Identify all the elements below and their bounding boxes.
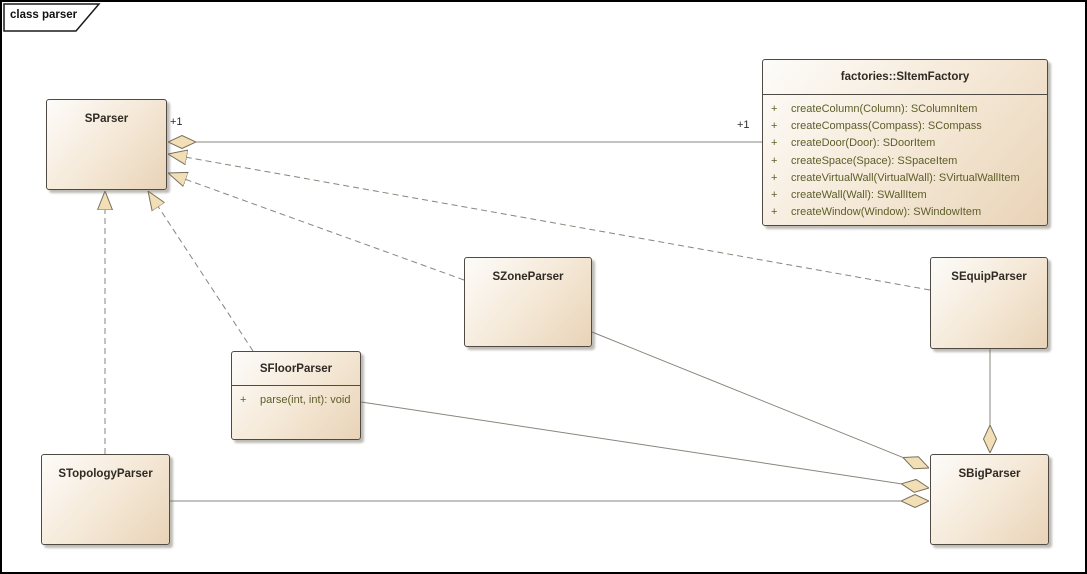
class-title: factories::SItemFactory	[840, 71, 970, 83]
method-createcolumn: + createColumn(Column): SColumnItem	[771, 100, 1041, 117]
class-box-sitemfactory[interactable]: factories::SItemFactory + createColumn(C…	[762, 59, 1048, 226]
method-createspace: + createSpace(Space): SSpaceItem	[771, 152, 1041, 169]
method-createdoor: + createDoor(Door): SDoorItem	[771, 135, 1041, 152]
method-list: + parse(int, int): void	[232, 386, 360, 408]
method-signature: createDoor(Door): SDoorItem	[791, 137, 936, 150]
visibility: +	[240, 393, 247, 406]
frame-title: class parser	[10, 9, 78, 21]
class-title: SEquipParser	[951, 271, 1027, 283]
class-box-sbigparser[interactable]: SBigParser	[930, 454, 1049, 545]
connector-aggregation-szoneparser-sbigparser[interactable]	[591, 331, 929, 468]
class-box-sequipparser[interactable]: SEquipParser	[930, 257, 1048, 349]
class-title: SBigParser	[958, 468, 1021, 480]
connector-realization-sequipparser-sparser[interactable]	[168, 154, 931, 291]
method-signature: createWall(Wall): SWallItem	[791, 189, 927, 202]
method-signature: createCompass(Compass): SCompass	[791, 119, 982, 132]
class-box-sparser[interactable]: SParser	[46, 99, 167, 190]
class-box-szoneparser[interactable]: SZoneParser	[464, 257, 592, 347]
method-createwindow: + createWindow(Window): SWindowItem	[771, 204, 1041, 221]
class-box-stopologyparser[interactable]: STopologyParser	[41, 454, 170, 545]
method-createcompass: + createCompass(Compass): SCompass	[771, 117, 1041, 134]
method-createvirtualwall: + createVirtualWall(VirtualWall): SVirtu…	[771, 169, 1041, 186]
method-signature: parse(int, int): void	[260, 393, 351, 406]
multiplicity-label-sparser: +1	[170, 116, 183, 128]
class-box-sfloorparser[interactable]: SFloorParser + parse(int, int): void	[231, 351, 361, 440]
visibility: +	[771, 119, 778, 132]
visibility: +	[771, 171, 778, 184]
method-signature: createWindow(Window): SWindowItem	[791, 206, 982, 219]
visibility: +	[771, 137, 778, 150]
visibility: +	[771, 189, 778, 202]
visibility: +	[771, 102, 778, 115]
method-list: + createColumn(Column): SColumnItem + cr…	[763, 95, 1047, 221]
connector-realization-sfloorparser-sparser[interactable]	[148, 191, 254, 352]
class-title: SFloorParser	[259, 362, 333, 375]
frame-tab	[3, 3, 101, 32]
class-title: SParser	[84, 113, 129, 125]
multiplicity-label-sitemfactory: +1	[737, 119, 750, 131]
method-signature: createVirtualWall(VirtualWall): SVirtual…	[791, 171, 1020, 184]
method-parse: + parse(int, int): void	[240, 391, 354, 408]
connector-realization-szoneparser-sparser[interactable]	[168, 173, 465, 281]
method-signature: createSpace(Space): SSpaceItem	[791, 154, 958, 167]
visibility: +	[771, 154, 778, 167]
method-createwall: + createWall(Wall): SWallItem	[771, 186, 1041, 203]
connector-aggregation-sfloorparser-sbigparser[interactable]	[360, 401, 929, 488]
visibility: +	[771, 206, 778, 219]
method-signature: createColumn(Column): SColumnItem	[791, 102, 978, 115]
class-title: SZoneParser	[492, 271, 564, 283]
class-title: STopologyParser	[58, 468, 153, 480]
